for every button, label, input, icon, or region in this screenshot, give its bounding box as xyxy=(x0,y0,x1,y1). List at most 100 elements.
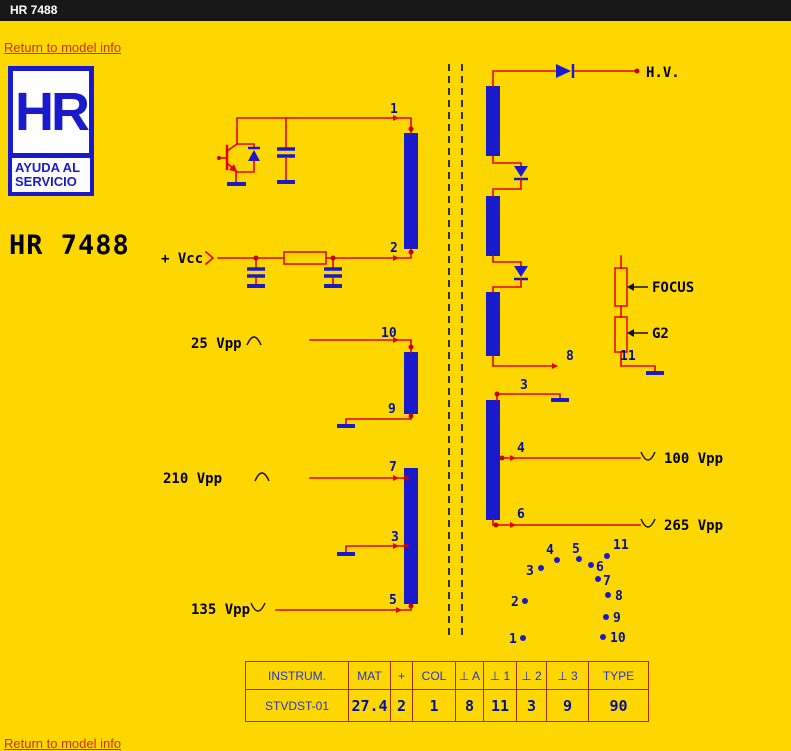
pinout-number-2: 2 xyxy=(511,595,519,610)
ground-symbol xyxy=(247,284,265,288)
pin-label-2: 2 xyxy=(390,241,398,256)
primary-drive-circuit xyxy=(217,117,412,186)
spec-header-mat: MAT xyxy=(348,661,391,690)
pin-label-5: 5 xyxy=(389,593,397,608)
pinout-number-8: 8 xyxy=(615,589,623,604)
spec-value-type: 90 xyxy=(588,689,649,722)
spec-table-value-row: STVDST-01 27.4 2 1 8 11 3 9 90 xyxy=(245,689,649,722)
pinout-number-4: 4 xyxy=(546,543,554,558)
vcc-supply-rail xyxy=(204,248,412,288)
hr-logo-subtitle-line2: SERVICIO xyxy=(15,174,77,189)
pin-label-3-right: 3 xyxy=(520,378,528,393)
spec-header-gnd-3: ⊥ 3 xyxy=(546,661,589,690)
spec-value-instrum: STVDST-01 xyxy=(245,689,349,722)
spec-header-gnd-2: ⊥ 2 xyxy=(516,661,547,690)
transistor-symbol xyxy=(217,142,239,183)
spec-value-gnd-2: 3 xyxy=(516,689,547,722)
focus-arrow-icon xyxy=(627,283,648,291)
pulse-up-icon xyxy=(246,336,262,346)
window-titlebar: HR 7488 xyxy=(0,0,791,21)
ground-symbol xyxy=(551,398,569,402)
vcc-label: + Vcc xyxy=(161,251,203,267)
return-link-bottom[interactable]: Return to model info xyxy=(4,736,122,751)
ground-symbol xyxy=(337,552,355,556)
winding-hv-1 xyxy=(486,86,500,156)
page-title: HR 7488 xyxy=(9,230,130,261)
spec-header-gnd-1: ⊥ 1 xyxy=(483,661,517,690)
left-pin-wires xyxy=(275,339,412,611)
spec-value-col: 1 xyxy=(412,689,456,722)
pin-label-3-left: 3 xyxy=(391,530,399,545)
ground-symbol xyxy=(337,424,355,428)
voltage-label-135vpp: 135 Vpp xyxy=(191,602,250,618)
voltage-label-265vpp: 265 Vpp xyxy=(664,518,723,534)
junction-dots xyxy=(253,68,640,609)
g2-label: G2 xyxy=(652,326,669,342)
rectifier-diode xyxy=(492,155,528,197)
focus-label: FOCUS xyxy=(652,280,694,296)
winding-primary xyxy=(404,133,418,249)
window-title: HR 7488 xyxy=(10,3,58,17)
winding-hv-3 xyxy=(486,292,500,356)
hr-logo-subtitle-line1: AYUDA AL xyxy=(15,160,81,175)
return-link-top[interactable]: Return to model info xyxy=(4,40,122,55)
hv-rectifier-chain xyxy=(492,64,638,367)
pin-label-1: 1 xyxy=(390,102,398,117)
winding-25vpp xyxy=(404,352,418,414)
hr-logo: HR AYUDA AL SERVICIO xyxy=(8,66,94,196)
ground-symbol xyxy=(227,182,246,186)
spec-value-gnd-a: 8 xyxy=(455,689,484,722)
pulse-up-icon xyxy=(254,472,270,482)
hr-logo-monogram: HR xyxy=(8,66,94,158)
spec-value-gnd-3: 9 xyxy=(546,689,589,722)
pinout-number-5: 5 xyxy=(572,542,580,557)
pin-label-7: 7 xyxy=(389,460,397,475)
spec-table: INSTRUM. MAT + COL ⊥ A ⊥ 1 ⊥ 2 ⊥ 3 TYPE … xyxy=(245,661,649,722)
spec-header-col: COL xyxy=(412,661,456,690)
pinout-number-11: 11 xyxy=(613,538,629,553)
ground-symbol xyxy=(324,284,342,288)
rectifier-diode xyxy=(492,255,528,293)
pin-label-4: 4 xyxy=(517,441,525,456)
supply-resistor xyxy=(283,251,327,265)
ground-symbol xyxy=(277,180,295,184)
pinout-number-10: 10 xyxy=(610,631,626,646)
spec-table-header-row: INSTRUM. MAT + COL ⊥ A ⊥ 1 ⊥ 2 ⊥ 3 TYPE xyxy=(245,661,649,690)
right-pin-wires xyxy=(492,393,641,526)
spec-header-type: TYPE xyxy=(588,661,649,690)
filter-capacitor xyxy=(247,257,265,288)
pin-label-9: 9 xyxy=(388,402,396,417)
pinout-number-7: 7 xyxy=(603,574,611,589)
pin-label-11: 11 xyxy=(620,349,636,364)
pin-labels: 1 2 10 9 7 3 5 8 11 3 4 6 xyxy=(381,102,636,608)
hv-label: H.V. xyxy=(646,65,680,81)
pinout-diagram: 1 2 3 4 5 6 7 8 9 10 11 xyxy=(509,538,629,647)
spec-value-plus: 2 xyxy=(390,689,413,722)
voltage-label-210vpp: 210 Vpp xyxy=(163,471,222,487)
winding-210-135vpp xyxy=(404,468,418,604)
pinout-number-6: 6 xyxy=(596,560,604,575)
hr-logo-subtitle: AYUDA AL SERVICIO xyxy=(8,158,94,196)
spec-header-plus: + xyxy=(390,661,413,690)
vcc-input-chevron xyxy=(204,250,215,266)
wire-arrows xyxy=(393,115,558,613)
signal-labels: + Vcc 25 Vpp 210 Vpp 135 Vpp 100 Vpp 265… xyxy=(161,65,723,618)
winding-secondary-lv xyxy=(486,400,500,520)
g2-potentiometer xyxy=(614,316,628,353)
pin-label-8: 8 xyxy=(566,349,574,364)
pinout-number-1: 1 xyxy=(509,632,517,647)
g2-arrow-icon xyxy=(627,329,648,337)
hv-diode xyxy=(556,64,575,78)
pinout-number-9: 9 xyxy=(613,611,621,626)
winding-hv-2 xyxy=(486,196,500,256)
voltage-label-25vpp: 25 Vpp xyxy=(191,336,242,352)
ground-symbol xyxy=(646,371,664,375)
spec-header-gnd-a: ⊥ A xyxy=(455,661,484,690)
voltage-label-100vpp: 100 Vpp xyxy=(664,451,723,467)
windings xyxy=(404,86,500,604)
pinout-number-3: 3 xyxy=(526,564,534,579)
tuning-capacitor xyxy=(277,117,295,184)
damper-diode xyxy=(236,143,260,173)
